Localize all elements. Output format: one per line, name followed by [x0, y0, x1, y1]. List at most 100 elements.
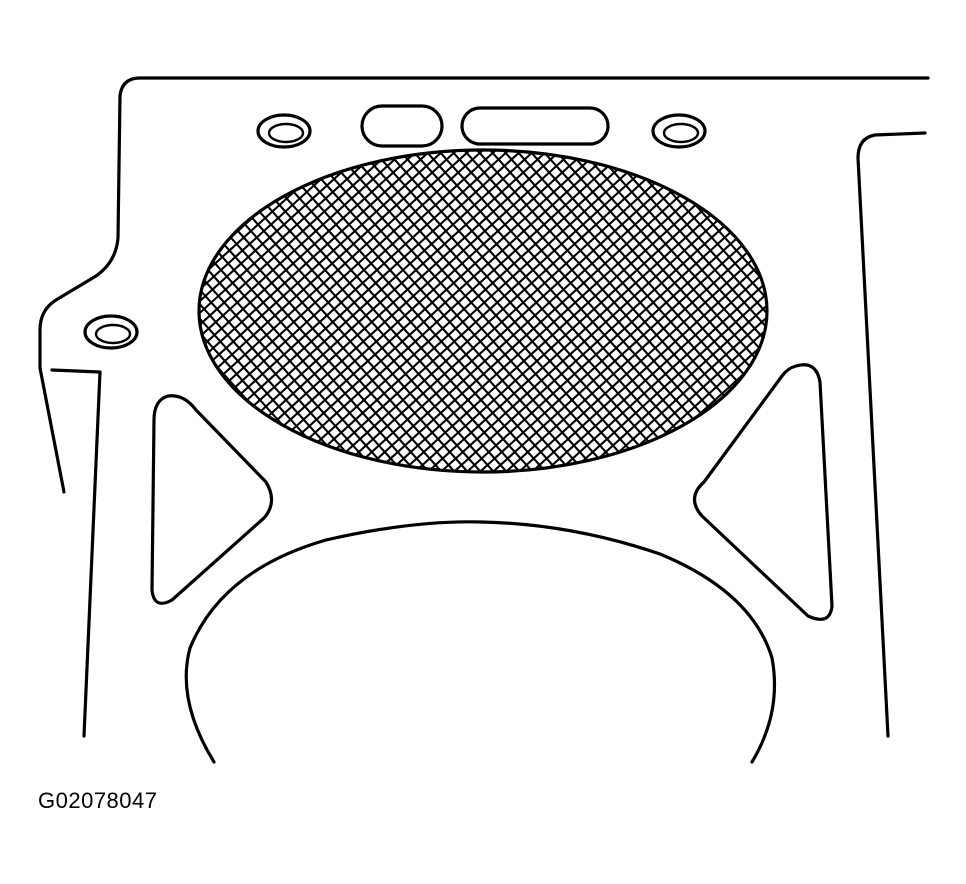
hatch-line — [0, 140, 65, 490]
hatched-cylinder-area — [0, 140, 966, 490]
hatch-line — [954, 140, 966, 490]
hatch-line — [928, 140, 966, 490]
hatch-line — [589, 150, 767, 472]
oil-slot-large — [460, 106, 610, 146]
hatch-line — [199, 150, 251, 472]
hatch-line — [199, 150, 365, 472]
hatch-line — [199, 150, 352, 472]
hatch-line — [563, 150, 767, 472]
hatch-line — [832, 140, 966, 490]
hatch-line — [837, 140, 966, 490]
hatch-line — [199, 150, 300, 472]
hatch-line — [0, 140, 117, 490]
hatch-line — [199, 150, 313, 472]
hatch-line — [902, 140, 966, 490]
hatch-line — [433, 150, 767, 472]
hatch-line — [727, 150, 767, 472]
hatch-line — [199, 150, 274, 472]
hatch-line — [238, 150, 625, 472]
hatch-line — [199, 150, 316, 472]
hatch-line — [0, 140, 172, 490]
hatch-line — [876, 140, 966, 490]
hatch-line — [0, 140, 91, 490]
hatch-line — [602, 150, 767, 472]
hatch-line — [472, 150, 767, 472]
hatch-line — [576, 150, 767, 472]
hatch-line — [498, 150, 767, 472]
hatch-line — [0, 140, 185, 490]
hatch-line — [0, 140, 13, 490]
bolt-hole-top-right — [651, 113, 707, 149]
hatch-line — [303, 150, 690, 472]
hatch-line — [199, 150, 482, 472]
hatch-line — [806, 140, 966, 490]
hatch-line — [662, 150, 767, 472]
hatch-line — [0, 140, 3, 490]
hatch-line — [962, 140, 966, 490]
hatch-line — [0, 140, 146, 490]
hatch-line — [915, 140, 966, 490]
hatch-line — [0, 140, 156, 490]
hatch-line — [772, 140, 966, 490]
hatch-line — [290, 150, 677, 472]
hatch-line — [394, 150, 767, 472]
hatch-line — [675, 150, 767, 472]
hatch-line — [537, 150, 767, 472]
hatch-line — [485, 150, 767, 472]
hatch-line — [0, 140, 120, 490]
gasket-right-edge — [856, 131, 927, 738]
hatch-line — [199, 150, 443, 472]
hatch-line — [714, 150, 767, 472]
hatch-line — [941, 140, 966, 490]
hatch-line — [758, 150, 767, 472]
hatch-line — [0, 140, 81, 490]
hatch-line — [355, 150, 742, 472]
hatch-line — [277, 150, 664, 472]
hatch-line — [0, 140, 42, 490]
hatch-line — [0, 140, 26, 490]
hatch-line — [785, 140, 966, 490]
hatch-line — [199, 150, 404, 472]
hatch-line — [0, 140, 39, 490]
hatch-line — [897, 140, 966, 490]
hatch-line — [667, 150, 767, 472]
hatch-line — [329, 150, 716, 472]
hatch-line — [550, 150, 767, 472]
hatch-line — [936, 140, 966, 490]
hatch-line — [0, 140, 169, 490]
hatch-line — [199, 150, 495, 472]
hatch-line — [824, 140, 966, 490]
hatch-line — [511, 150, 767, 472]
hatch-line — [199, 150, 303, 472]
hatch-line — [745, 150, 767, 472]
hatch-line — [199, 150, 355, 472]
cylinder-bore-upper — [197, 148, 769, 474]
hatch-line — [811, 140, 966, 490]
hatch-line — [889, 140, 966, 490]
hatch-line — [0, 140, 55, 490]
hatch-line — [199, 150, 508, 472]
hatch-line — [0, 140, 198, 490]
hatch-line — [251, 150, 638, 472]
hatch-line — [654, 150, 767, 472]
hatch-line — [368, 150, 755, 472]
hatch-line — [199, 150, 391, 472]
hatch-line — [199, 150, 456, 472]
coolant-passage-right — [692, 363, 834, 621]
hatch-line — [0, 140, 29, 490]
gasket-outer-edge — [38, 76, 930, 494]
hatch-line — [264, 150, 651, 472]
hatch-line — [199, 150, 378, 472]
hatch-line — [0, 140, 68, 490]
bolt-hole-left — [83, 314, 139, 350]
hatch-line — [923, 140, 966, 490]
oil-slot-small — [360, 104, 444, 148]
coolant-passage-left — [150, 394, 274, 605]
hatch-line — [740, 150, 767, 472]
hatch-line — [949, 140, 966, 490]
hatch-line — [524, 150, 767, 472]
hatch-line — [0, 140, 16, 490]
hatch-line — [636, 150, 767, 472]
hatch-line — [199, 150, 469, 472]
